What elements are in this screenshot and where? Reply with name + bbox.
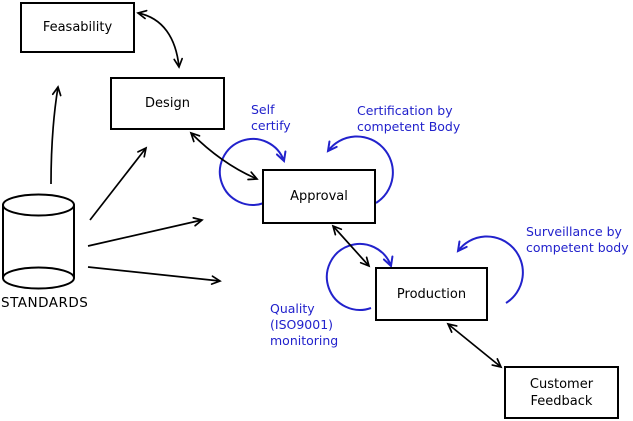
annotation-quality-line1: Quality xyxy=(270,301,315,316)
loop-surveillance-competent-body xyxy=(456,235,524,304)
box-design-label: Design xyxy=(145,96,190,111)
box-production: Production xyxy=(375,267,488,321)
annotation-surveillance-line1: Surveillance by xyxy=(526,224,622,239)
annotation-quality-line2: (ISO9001) xyxy=(270,317,334,332)
arrow-standards-to-feasability xyxy=(50,85,62,185)
box-feasability: Feasability xyxy=(20,2,135,53)
annotation-certification-line2: competent Body xyxy=(357,119,461,134)
annotation-self-certify-line2: certify xyxy=(251,118,291,133)
box-design: Design xyxy=(110,77,225,130)
box-customer-feedback: Customer Feedback xyxy=(504,366,619,419)
arrow-production-customer-feedback xyxy=(446,322,503,369)
annotation-quality-line3: monitoring xyxy=(270,333,339,348)
box-feasability-label: Feasability xyxy=(42,20,113,35)
arrow-standards-to-design xyxy=(89,146,148,221)
box-approval: Approval xyxy=(262,169,376,224)
arrow-feasability-design xyxy=(136,9,184,69)
loop-quality-iso9001-monitoring xyxy=(325,242,394,311)
annotation-self-certify: Self certify xyxy=(251,102,291,134)
arrow-standards-to-production xyxy=(87,266,222,285)
standards-cylinder xyxy=(2,193,75,290)
annotation-certification: Certification by competent Body xyxy=(357,103,460,135)
standards-label: STANDARDS xyxy=(1,295,89,311)
annotation-surveillance: Surveillance by competent body xyxy=(526,224,629,256)
box-approval-label: Approval xyxy=(290,189,348,204)
box-customer-feedback-label-line2: Feedback xyxy=(530,393,593,409)
loop-certification-competent-body xyxy=(326,135,394,204)
box-production-label: Production xyxy=(396,286,467,302)
arrow-design-approval xyxy=(189,131,259,181)
annotation-certification-line1: Certification by xyxy=(357,103,453,118)
box-customer-feedback-label-line1: Customer xyxy=(529,376,594,392)
annotation-quality: Quality (ISO9001) monitoring xyxy=(270,301,338,349)
annotation-surveillance-line2: competent body xyxy=(526,240,629,255)
annotation-self-certify-line1: Self xyxy=(251,102,275,117)
arrow-standards-to-approval xyxy=(87,217,204,247)
arrow-approval-production xyxy=(331,224,371,268)
